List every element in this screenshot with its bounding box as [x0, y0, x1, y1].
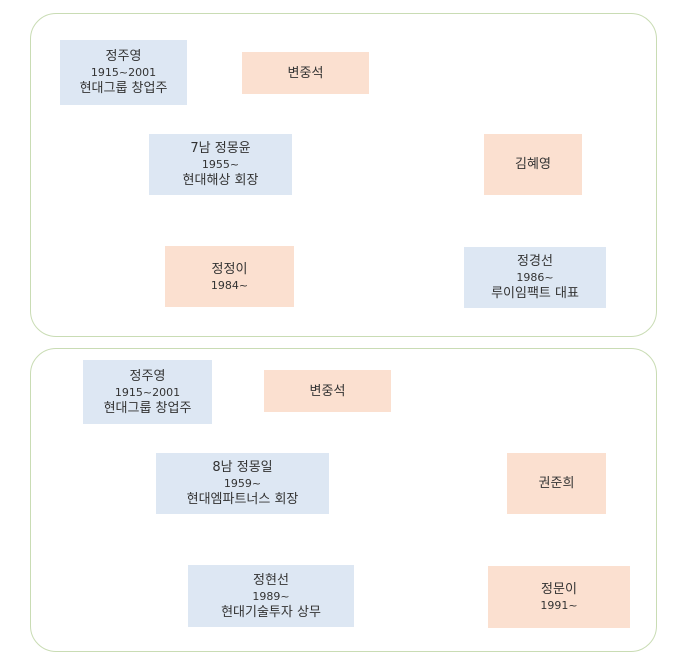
person-years: 1991~: [540, 599, 578, 612]
person-name: 8남 정몽일: [212, 460, 273, 475]
child-box: 정정이 1984~: [165, 246, 294, 307]
person-title: 현대엠파트너스 회장: [186, 492, 299, 507]
person-title: 현대기술투자 상무: [221, 604, 321, 620]
mother-box: 권준희: [507, 453, 606, 514]
person-name: 정문이: [541, 582, 577, 597]
person-name: 정경선: [517, 254, 553, 269]
person-title: 현대그룹 창업주: [103, 400, 192, 416]
father-box: 8남 정몽일 1959~ 현대엠파트너스 회장: [156, 453, 329, 514]
person-name: 정정이: [211, 261, 248, 277]
person-name: 김혜영: [515, 157, 551, 172]
person-years: 1959~: [223, 477, 262, 490]
child-box: 정문이 1991~: [488, 566, 630, 628]
grandfather-box: 정주영 1915~2001 현대그룹 창업주: [60, 40, 187, 105]
person-name: 정현선: [253, 572, 289, 588]
person-name: 변중석: [287, 65, 324, 81]
person-title: 현대그룹 창업주: [79, 81, 168, 96]
person-years: 1915~2001: [114, 385, 181, 399]
child-box: 정현선 1989~ 현대기술투자 상무: [188, 565, 354, 627]
father-box: 7남 정몽윤 1955~ 현대해상 회장: [149, 134, 292, 195]
person-name: 7남 정몽윤: [190, 141, 251, 156]
person-title: 현대해상 회장: [182, 173, 259, 188]
grandmother-box: 변중석: [242, 52, 369, 94]
person-title: 루이임팩트 대표: [491, 286, 579, 301]
person-years: 1955~: [201, 158, 240, 171]
person-name: 정주영: [105, 49, 142, 64]
child-box: 정경선 1986~ 루이임팩트 대표: [464, 247, 606, 308]
grandmother-box: 변중석: [264, 370, 391, 412]
person-years: 1989~: [252, 589, 290, 603]
person-name: 정주영: [129, 368, 166, 384]
mother-box: 김혜영: [484, 134, 582, 195]
grandfather-box: 정주영 1915~2001 현대그룹 창업주: [83, 360, 212, 424]
person-years: 1915~2001: [90, 66, 157, 79]
person-years: 1984~: [210, 278, 249, 292]
person-name: 권준희: [538, 476, 575, 491]
person-years: 1986~: [516, 271, 554, 284]
person-name: 변중석: [309, 383, 346, 399]
